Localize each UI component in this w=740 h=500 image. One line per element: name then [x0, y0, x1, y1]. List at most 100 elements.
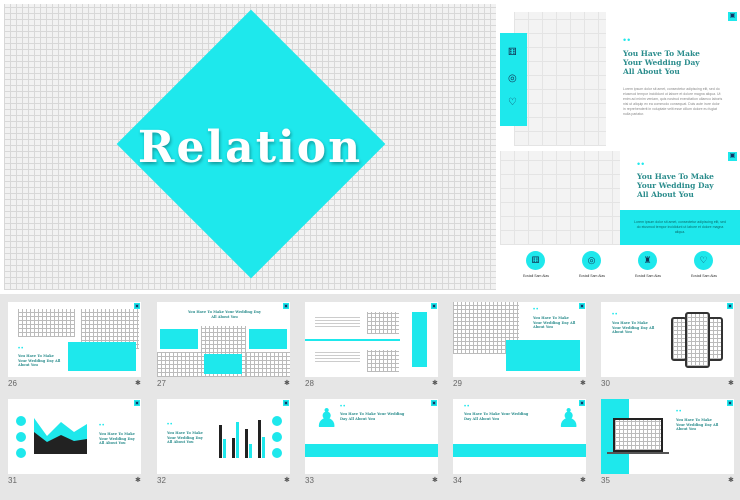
ring-icon: ◎ — [582, 251, 601, 270]
slide-badge-icon: ▣ — [134, 303, 140, 309]
bar — [262, 437, 265, 458]
icon-strip: ⚅ ◎ ♡ — [500, 33, 527, 126]
area-series-dark — [34, 432, 87, 454]
gift-icon: ⚅ — [526, 251, 545, 270]
divider-bar — [305, 339, 400, 341]
text-box — [160, 329, 198, 349]
thumbnail-slide-32[interactable]: •• You Have To Make Your Wedding Day All… — [157, 399, 290, 474]
slide-badge-icon: ▣ — [431, 400, 437, 406]
icon-circle — [16, 416, 26, 426]
text-box — [506, 340, 580, 371]
quote-dots: •• — [612, 312, 619, 318]
area-chart — [34, 418, 87, 454]
ring-icon: ◎ — [508, 73, 517, 84]
image-placeholder — [367, 350, 399, 372]
favorite-star-icon[interactable]: ✱ — [432, 477, 438, 484]
thumbnail-slide-33[interactable]: ♟ •• You Have To Make Your Wedding Day A… — [305, 399, 438, 474]
text-box — [68, 342, 136, 371]
image-placeholder — [157, 352, 201, 377]
thumbnail-slide-26[interactable]: •• You Have To Make Your Wedding Day All… — [8, 302, 141, 377]
quote-dots: •• — [99, 423, 106, 429]
thumb-heading: You Have To Make Your Wedding Day All Ab… — [18, 354, 61, 367]
image-placeholder — [500, 151, 620, 245]
favorite-star-icon[interactable]: ✱ — [284, 477, 290, 484]
bar — [258, 420, 261, 458]
favorite-star-icon[interactable]: ✱ — [135, 380, 141, 387]
thumb-heading: You Have To Make Your Wedding Day All Ab… — [676, 418, 719, 431]
slide-number: 33 — [305, 476, 314, 485]
thumb-heading: You Have To Make Your Wedding Day All Ab… — [99, 432, 135, 445]
slide-heading: You Have To Make Your Wedding Day All Ab… — [637, 172, 714, 199]
quote-dots: •• — [18, 346, 25, 352]
favorite-star-icon[interactable]: ✱ — [284, 380, 290, 387]
thumbnail-panel: •• You Have To Make Your Wedding Day All… — [0, 294, 740, 500]
balloon-icon: ♡ — [508, 97, 517, 108]
slide-badge-icon: ▣ — [283, 400, 289, 406]
thumbnail-slide-30[interactable]: •• You Have To Make Your Wedding Day All… — [601, 302, 734, 377]
hero-slide[interactable]: Relation — [4, 4, 496, 290]
text-box — [249, 329, 287, 349]
bar-chart — [219, 420, 265, 458]
slide-preview-b[interactable]: ▣ •• You Have To Make Your Wedding Day A… — [500, 150, 740, 290]
cake-icon: ♜ — [638, 251, 657, 270]
slide-number: 34 — [453, 476, 462, 485]
quote-dots: •• — [167, 422, 174, 428]
slide-badge-icon: ▣ — [728, 12, 737, 21]
favorite-star-icon[interactable]: ✱ — [728, 477, 734, 484]
favorite-star-icon[interactable]: ✱ — [728, 380, 734, 387]
thumbnail-slide-29[interactable]: •• You Have To Make Your Wedding Day All… — [453, 302, 586, 377]
icon-circle — [16, 448, 26, 458]
icon-strip — [412, 312, 427, 367]
image-placeholder — [367, 312, 399, 334]
laptop-mockup — [613, 418, 663, 452]
bar — [245, 429, 248, 458]
image-placeholder — [514, 12, 606, 146]
slide-number: 27 — [157, 379, 166, 388]
thumb-heading: You Have To Make Your Wedding Day All Ab… — [612, 321, 655, 334]
slide-number: 30 — [601, 379, 610, 388]
quote-dots: •• — [637, 159, 646, 169]
balloon-icon: ♡ — [694, 251, 713, 270]
icon-label: Ecstall Sam Alas — [578, 274, 606, 278]
slide-number: 28 — [305, 379, 314, 388]
thumbnail-slide-34[interactable]: •• You Have To Make Your Wedding Day All… — [453, 399, 586, 474]
thumb-heading: You Have To Make Your Wedding Day All Ab… — [533, 316, 576, 329]
slide-badge-icon: ▣ — [728, 152, 737, 161]
slide-badge-icon: ▣ — [579, 400, 585, 406]
gift-icon: ⚅ — [508, 47, 517, 58]
bar — [219, 425, 222, 458]
slide-number: 26 — [8, 379, 17, 388]
thumbnail-slide-27[interactable]: You Have To Make Your Wedding Day All Ab… — [157, 302, 290, 377]
icon-label: Ecstall Sam Alas — [690, 274, 718, 278]
slide-preview-a[interactable]: ⚅ ◎ ♡ ▣ •• You Have To Make Your Wedding… — [500, 4, 740, 146]
person-icon: ♟ — [557, 403, 581, 433]
text-lines — [315, 352, 360, 362]
slide-badge-icon: ▣ — [283, 303, 289, 309]
favorite-star-icon[interactable]: ✱ — [432, 380, 438, 387]
thumbnail-slide-31[interactable]: •• You Have To Make Your Wedding Day All… — [8, 399, 141, 474]
icon-band — [453, 444, 586, 457]
slide-badge-icon: ▣ — [727, 303, 733, 309]
slide-number: 31 — [8, 476, 17, 485]
quote-dots: •• — [623, 35, 632, 45]
quote-dots: •• — [533, 307, 540, 313]
slide-heading: You Have To Make Your Wedding Day All Ab… — [623, 49, 700, 76]
thumb-heading: You Have To Make Your Wedding Day All Ab… — [340, 412, 405, 421]
text-lines — [315, 317, 360, 327]
favorite-star-icon[interactable]: ✱ — [580, 380, 586, 387]
quote-dots: •• — [340, 404, 347, 410]
bar — [236, 422, 239, 458]
thumb-heading: You Have To Make Your Wedding Day All Ab… — [167, 431, 203, 444]
icon-circle — [272, 416, 282, 426]
laptop-base — [607, 452, 669, 454]
icon-label: Ecstall Sam Alas — [634, 274, 662, 278]
favorite-star-icon[interactable]: ✱ — [580, 477, 586, 484]
icon-label: Ecstall Sam Alas — [522, 274, 550, 278]
icon-band — [305, 444, 438, 457]
thumbnail-slide-28[interactable]: ▣ — [305, 302, 438, 377]
favorite-star-icon[interactable]: ✱ — [135, 477, 141, 484]
text-box: Lorem ipsum dolor sit amet, consectetur … — [620, 210, 740, 245]
slide-body: Lorem ipsum dolor sit amet, consectetur … — [634, 220, 726, 234]
slide-number: 29 — [453, 379, 462, 388]
thumbnail-slide-35[interactable]: •• You Have To Make Your Wedding Day All… — [601, 399, 734, 474]
